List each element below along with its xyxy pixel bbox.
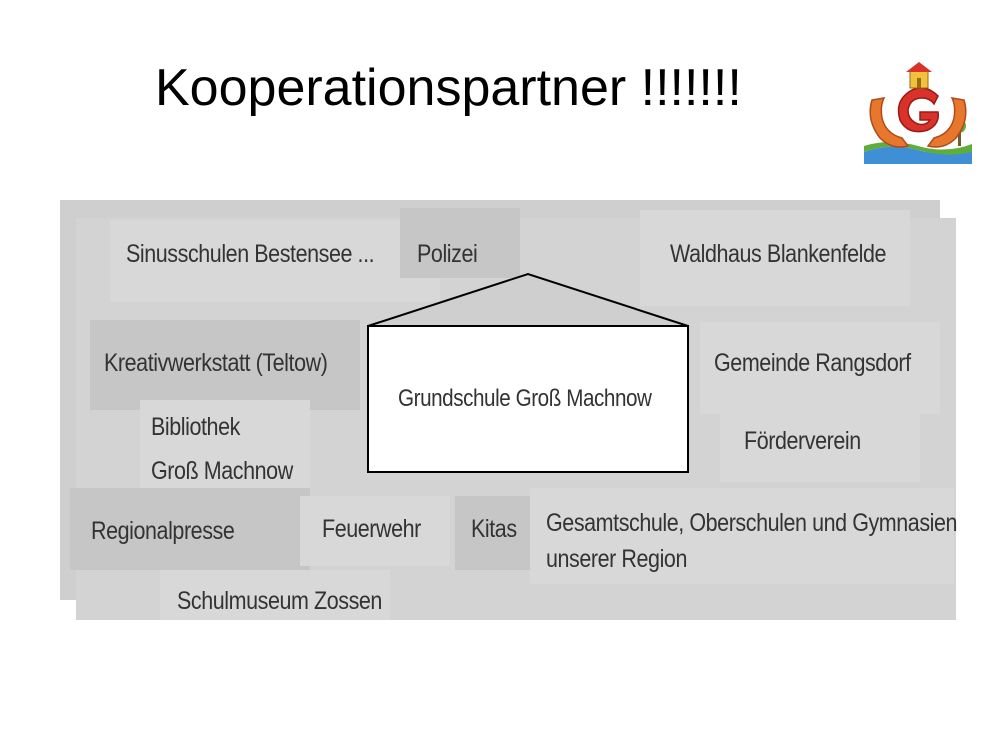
partner-kreativwerkstatt: Kreativwerkstatt (Teltow) [104,349,328,377]
partner-feuerwehr: Feuerwehr [322,515,421,543]
partner-gesamtschule-region: unserer Region [546,545,687,573]
partner-kitas: Kitas [471,515,517,543]
partner-foerderverein: Förderverein [744,427,861,455]
partner-bibliothek: Bibliothek [151,413,240,441]
slide-title: Kooperationspartner !!!!!!! [155,59,742,117]
partner-sinusschulen: Sinusschulen Bestensee ... [126,240,375,268]
partner-gesamtschule: Gesamtschule, Oberschulen und Gymnasien [546,509,958,537]
partner-gemeinde: Gemeinde Rangsdorf [714,349,911,377]
partners-diagram [60,200,956,620]
center-label: Grundschule Groß Machnow [398,385,652,412]
center-house [367,272,689,473]
partner-schulmuseum: Schulmuseum Zossen [177,587,382,615]
partner-regionalpresse: Regionalpresse [91,517,235,545]
partner-polizei: Polizei [417,240,478,268]
partner-waldhaus: Waldhaus Blankenfelde [670,240,887,268]
school-logo-icon [864,62,972,164]
partner-bibliothek-ort: Groß Machnow [151,457,293,485]
